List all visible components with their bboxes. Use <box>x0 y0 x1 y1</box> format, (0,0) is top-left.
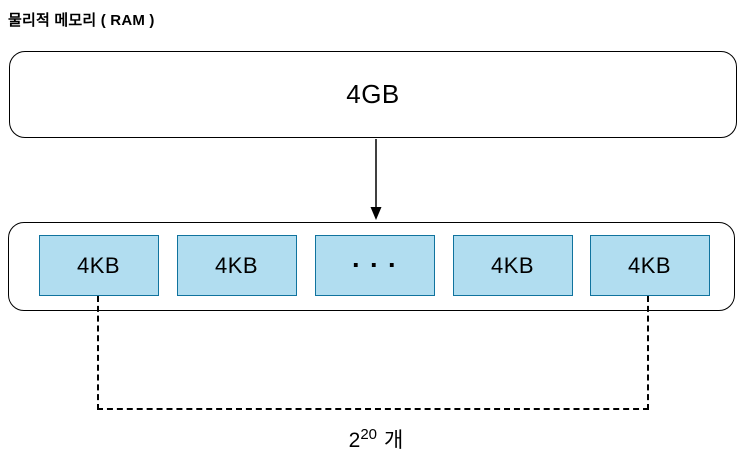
ram-box: 4GB <box>9 51 737 138</box>
page-cell: ··· <box>314 235 435 296</box>
count-bracket <box>97 296 649 410</box>
page-size-label: 4KB <box>76 252 121 278</box>
diagram-title: 물리적 메모리 ( RAM ) <box>8 12 155 29</box>
page-size-label: 4KB <box>627 252 672 278</box>
page-cell: 4KB <box>589 235 710 296</box>
page-count-label: 220 개 <box>306 424 446 454</box>
page-cell: 4KB <box>176 235 297 296</box>
arrow-down-icon <box>370 139 382 220</box>
count-exponent: 20 <box>360 426 378 443</box>
page-cell: 4KB <box>452 235 573 296</box>
page-frame: 4KB 4KB ··· 4KB 4KB <box>8 222 735 311</box>
ellipsis-label: ··· <box>352 250 406 280</box>
page-size-label: 4KB <box>214 252 259 278</box>
count-suffix: 개 <box>384 429 404 452</box>
count-base: 2 <box>348 429 361 452</box>
page-size-label: 4KB <box>490 252 535 278</box>
ram-size-label: 4GB <box>346 79 400 109</box>
page-cell: 4KB <box>38 235 159 296</box>
